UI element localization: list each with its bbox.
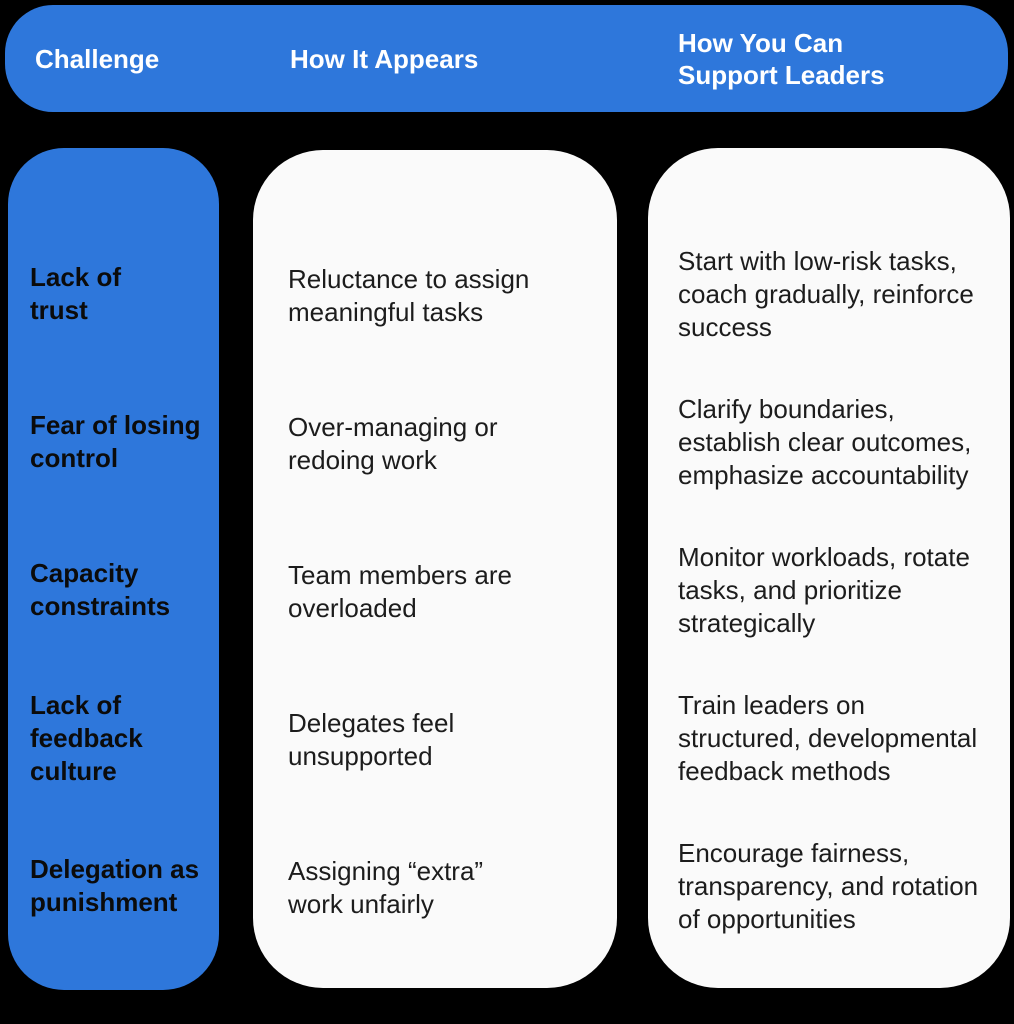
support-cell-row-1: Start with low-risk tasks, coach gradual… bbox=[678, 245, 974, 342]
support-cell-row-5: Encourage fairness, transparency, and ro… bbox=[678, 837, 979, 934]
challenge-cell-capacity-constraints: Capacity constraints bbox=[30, 558, 171, 621]
challenge-cell-lack-of-trust: Lack of trust bbox=[30, 262, 122, 325]
challenge-cell-fear-of-losing-control: Fear of losing control bbox=[30, 410, 201, 473]
support-cell-row-4: Train leaders on structured, development… bbox=[678, 689, 978, 786]
appearance-cell-row-4: Delegates feel unsupported bbox=[288, 708, 455, 771]
support-cell-row-2: Clarify boundaries, establish clear outc… bbox=[678, 393, 972, 490]
appearance-cell-row-1: Reluctance to assign meaningful tasks bbox=[288, 264, 530, 327]
header-how-it-appears: How It Appears bbox=[290, 43, 479, 74]
support-cell-row-3: Monitor workloads, rotate tasks, and pri… bbox=[678, 541, 970, 638]
challenge-cell-lack-of-feedback-culture: Lack of feedback culture bbox=[30, 689, 143, 786]
column-challenge: Lack of trust Fear of losing control Cap… bbox=[8, 148, 219, 990]
header-how-you-can-support-leaders: How You Can Support Leaders bbox=[678, 27, 885, 90]
table-header-bar: Challenge How It Appears How You Can Sup… bbox=[5, 5, 1008, 112]
column-how-you-can-support-leaders: Start with low-risk tasks, coach gradual… bbox=[648, 148, 1010, 988]
appearance-cell-row-2: Over-managing or redoing work bbox=[288, 412, 498, 475]
appearance-cell-row-3: Team members are overloaded bbox=[288, 560, 512, 623]
header-challenge: Challenge bbox=[35, 43, 160, 74]
column-how-it-appears: Reluctance to assign meaningful tasks Ov… bbox=[253, 150, 617, 988]
appearance-cell-row-5: Assigning “extra” work unfairly bbox=[288, 856, 484, 919]
challenge-cell-delegation-as-punishment: Delegation as punishment bbox=[30, 854, 200, 917]
